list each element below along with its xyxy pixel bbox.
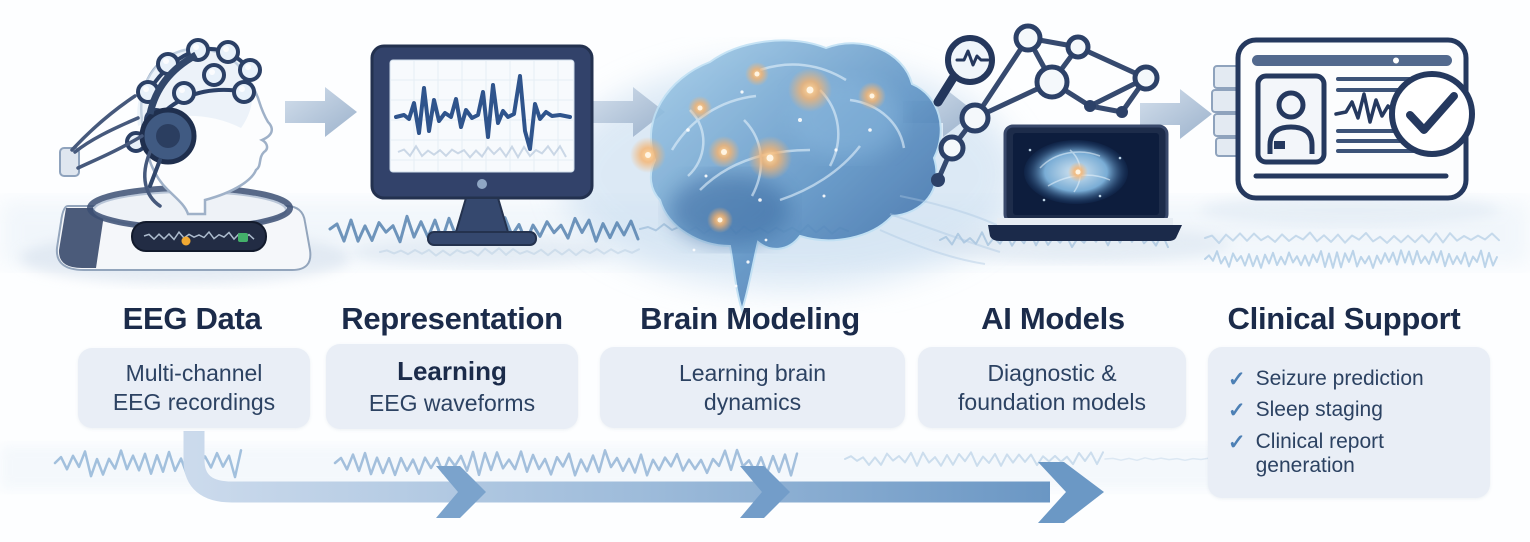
eeg-waveform-decoration [333, 448, 799, 477]
checklist-item: ✓ Clinical report generation [1228, 430, 1474, 478]
stage-description: Multi-channel EEG recordings [112, 360, 276, 415]
flow-arrowhead-final [1038, 462, 1104, 523]
eeg-waveform-decoration [143, 230, 255, 241]
eeg-headset-illustration [55, 38, 312, 271]
checklist-item: ✓ Sleep staging [1228, 398, 1383, 423]
network-node-small [1116, 106, 1128, 118]
patient-id-box [1255, 73, 1327, 165]
eeg-waveform-decoration [1204, 249, 1498, 269]
person-icon [1276, 90, 1306, 120]
amber-indicator-light [181, 236, 191, 246]
stage-box-representation: Learning EEG waveforms [326, 344, 578, 429]
eeg-cap [125, 38, 262, 153]
eeg-waveform-decoration [53, 449, 243, 479]
stage-title-representation: Representation [341, 301, 563, 336]
magnifier-waveform-icon [933, 35, 995, 107]
monitor-stand [454, 197, 510, 233]
brain-illustration [630, 39, 1011, 314]
checklist-item: ✓ Seizure prediction [1228, 367, 1424, 392]
flow-arrow-icon [285, 87, 357, 137]
checkmark-icon: ✓ [1228, 399, 1246, 423]
stage-description: Diagnostic & foundation models [958, 359, 1146, 415]
clinical-report-illustration [1211, 37, 1475, 201]
stage-box-ai-models: Diagnostic & foundation models [918, 347, 1186, 428]
checklist-item-label: Sleep staging [1255, 398, 1383, 422]
flow-arrow-icon [903, 87, 975, 137]
screen-eeg-waveform [394, 74, 572, 151]
flow-chevron-representation [436, 466, 486, 518]
green-indicator-light [238, 233, 248, 242]
network-node-small [931, 173, 945, 187]
network-node [1013, 23, 1043, 53]
stage-description: EEG waveforms [368, 389, 536, 416]
network-node [1034, 64, 1070, 100]
stage-title-brain-modeling: Brain Modeling [640, 301, 860, 336]
panel-arrows [285, 87, 1212, 139]
network-node-small [1084, 100, 1096, 112]
checkmark-icon: ✓ [1228, 430, 1246, 454]
brain-activity-glows [630, 62, 886, 233]
checklist-item-label: Seizure prediction [1255, 367, 1424, 391]
network-graph [931, 23, 1160, 187]
eeg-waveform-decoration [379, 247, 640, 257]
bottom-flow-arrow [183, 431, 1104, 523]
approved-check-icon [1389, 71, 1475, 157]
device-display-panel [131, 221, 267, 252]
stage-box-clinical-support: ✓ Seizure prediction ✓ Sleep staging ✓ C… [1208, 347, 1490, 498]
brain-sparkles [686, 90, 872, 288]
laptop-deck [997, 218, 1173, 225]
flow-arrow-icon [593, 87, 665, 137]
stage-title-ai-models: AI Models [981, 301, 1125, 336]
stage-description: Learning brain dynamics [678, 359, 827, 415]
stage-title-line2: Learning [397, 355, 507, 386]
eeg-waveform-decoration [397, 144, 567, 160]
network-node [1132, 64, 1160, 92]
laptop-brain [988, 124, 1182, 241]
checkmark-icon: ✓ [1228, 368, 1246, 392]
checklist-item-label: Clinical report generation [1255, 429, 1384, 477]
monitor-waveform-illustration [370, 44, 594, 246]
network-node [1065, 34, 1091, 60]
network-laptop-illustration [931, 23, 1182, 241]
monitor-power-dot [477, 179, 487, 189]
network-node [938, 134, 966, 162]
flow-arrow-icon [1140, 89, 1212, 139]
network-node [959, 102, 991, 134]
stage-title-eeg-data: EEG Data [122, 301, 262, 336]
eeg-base-station [55, 147, 312, 271]
stage-box-brain-modeling: Learning brain dynamics [600, 347, 905, 428]
report-header-bar [1252, 55, 1452, 66]
stage-title-clinical-support: Clinical Support [1227, 301, 1461, 336]
laptop-base [988, 225, 1182, 241]
flow-chevron-brain-modeling [740, 466, 790, 518]
eeg-waveform-decoration [1204, 231, 1500, 245]
cables [70, 94, 162, 208]
monitor-base [427, 231, 537, 246]
flow-pipe [183, 431, 1050, 503]
stage-box-eeg-data: Multi-channel EEG recordings [78, 348, 310, 428]
